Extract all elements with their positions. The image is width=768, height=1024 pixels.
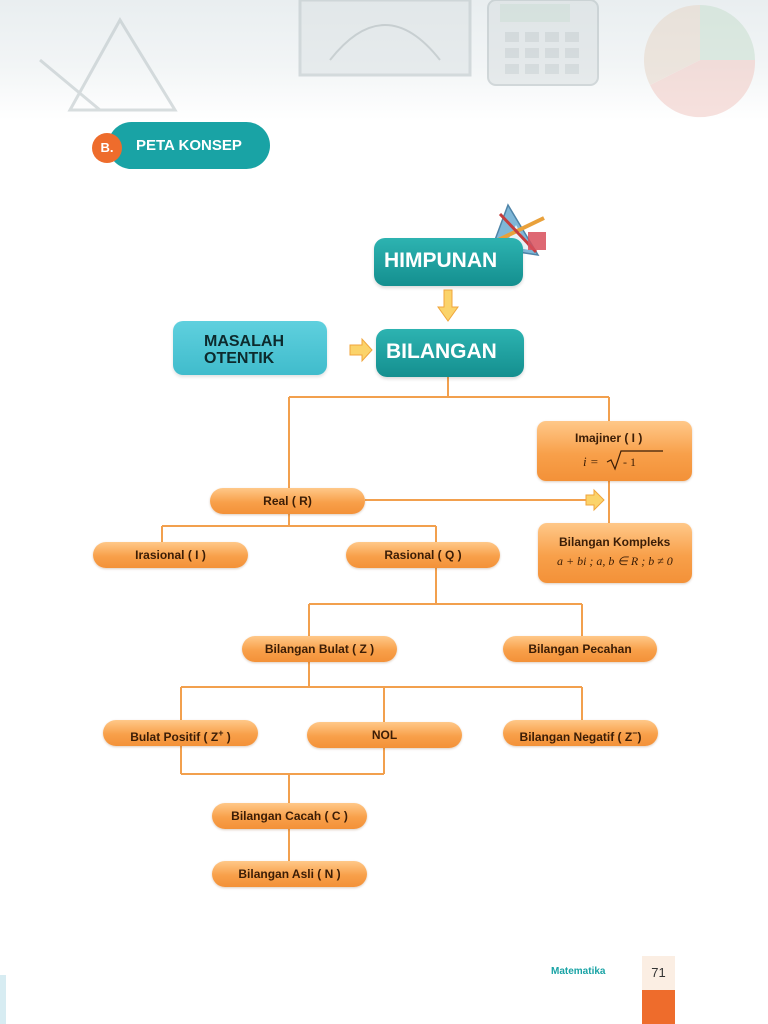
bilangan-label: BILANGAN bbox=[386, 340, 497, 363]
kompleks-title: Bilangan Kompleks bbox=[559, 535, 671, 549]
section-title-pill: PETA KONSEP bbox=[108, 122, 270, 169]
bilangan-asli-node: Bilangan Asli ( N ) bbox=[212, 861, 367, 887]
kompleks-node: Bilangan Kompleks a + bi ; a, b ∈ R ; b … bbox=[538, 523, 692, 583]
arrow-down-icon bbox=[437, 289, 459, 322]
bilangan-cacah-node: Bilangan Cacah ( C ) bbox=[212, 803, 367, 829]
imajiner-node: Imajiner ( I ) i = - 1 bbox=[537, 421, 692, 481]
radical-sign-icon bbox=[606, 450, 663, 471]
otentik-label: OTENTIK bbox=[204, 350, 275, 367]
bilangan-negatif-close: ) bbox=[637, 730, 642, 744]
header-decoration bbox=[39, 0, 756, 118]
arrow-right-icon bbox=[349, 337, 373, 363]
bilangan-negatif-node: Bilangan Negatif ( Z−) bbox=[503, 720, 658, 746]
bilangan-node: BILANGAN bbox=[376, 329, 524, 377]
imajiner-title: Imajiner ( I ) bbox=[575, 431, 643, 445]
arrow-right-icon-2 bbox=[585, 488, 605, 512]
masalah-label: MASALAH bbox=[204, 333, 284, 350]
pie-chart-icon bbox=[643, 4, 756, 118]
bulat-positif-close: ) bbox=[223, 730, 231, 744]
bulat-positif-sup: + bbox=[218, 728, 224, 738]
bilangan-negatif-label: Bilangan Negatif ( Z bbox=[519, 730, 633, 744]
nol-node: NOL bbox=[307, 722, 462, 748]
imajiner-formula-radicand: - 1 bbox=[623, 455, 636, 469]
kompleks-formula: a + bi ; a, b ∈ R ; b ≠ 0 bbox=[557, 554, 673, 568]
bulat-positif-node: Bulat Positif ( Z+ ) bbox=[103, 720, 258, 746]
himpunan-label: HIMPUNAN bbox=[384, 249, 498, 272]
section-badge: B. bbox=[92, 133, 122, 163]
imajiner-formula-lhs: i = bbox=[583, 454, 599, 469]
bilangan-bulat-node: Bilangan Bulat ( Z ) bbox=[242, 636, 397, 662]
bilangan-pecahan-node: Bilangan Pecahan bbox=[503, 636, 657, 662]
ruler-icon bbox=[39, 17, 178, 112]
section-title: PETA KONSEP bbox=[136, 137, 242, 154]
rasional-node: Rasional ( Q ) bbox=[346, 542, 500, 568]
real-node: Real ( R) bbox=[210, 488, 365, 514]
graph-board-icon bbox=[298, 0, 472, 77]
irasional-node: Irasional ( I ) bbox=[93, 542, 248, 568]
bilangan-negatif-sup: − bbox=[632, 728, 638, 738]
page-number: 71 bbox=[642, 956, 675, 990]
footer-subject: Matematika bbox=[551, 966, 606, 977]
imajiner-formula: i = - 1 bbox=[583, 450, 683, 473]
masalah-otentik-node: MASALAH OTENTIK bbox=[173, 321, 327, 375]
bulat-positif-label: Bulat Positif ( Z bbox=[130, 730, 219, 744]
himpunan-node: HIMPUNAN bbox=[374, 238, 523, 286]
left-edge-strip bbox=[0, 975, 6, 1024]
page-marker-bar bbox=[642, 990, 675, 1024]
